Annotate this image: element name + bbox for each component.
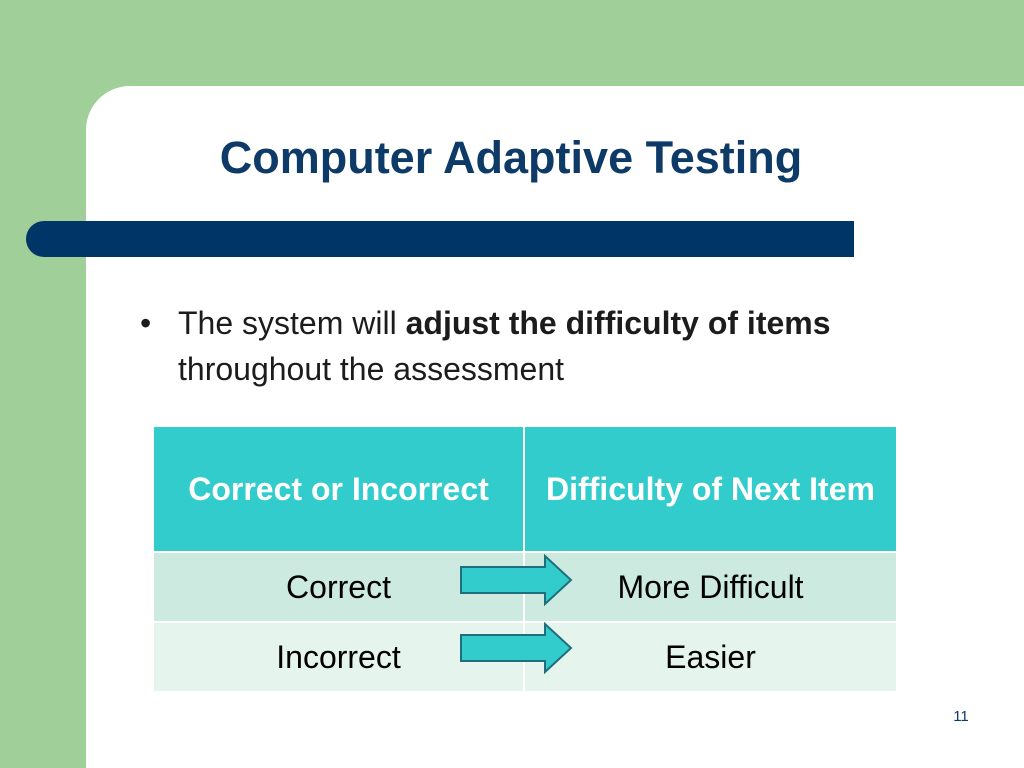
table-header-row: Correct or Incorrect Difficulty of Next … [154,427,896,552]
bullet-marker: • [140,305,152,341]
table-cell-next-difficulty: More Difficult [523,551,896,622]
table-row: Correct More Difficult [154,551,896,622]
table-header-cell: Difficulty of Next Item [523,427,896,552]
bullet-text-before: The system will [178,305,406,341]
page-number: 11 [953,708,969,725]
left-green-band [0,0,86,768]
table-cell-next-difficulty: Easier [523,621,896,691]
bullet-text: The system will adjust the difficulty of… [178,300,898,392]
right-arrow-icon [460,554,573,606]
right-arrow-icon [460,622,573,674]
bullet-text-bold: adjust the difficulty of items [405,305,831,341]
table-cell-response: Incorrect [154,621,524,691]
table-row: Incorrect Easier [154,621,896,691]
table-header-cell: Correct or Incorrect [154,427,524,552]
adaptive-testing-table: Correct or Incorrect Difficulty of Next … [154,427,896,691]
bullet-text-after: throughout the assessment [178,351,565,387]
slide-title: Computer Adaptive Testing [219,132,803,183]
title-underline-bar [26,221,854,257]
